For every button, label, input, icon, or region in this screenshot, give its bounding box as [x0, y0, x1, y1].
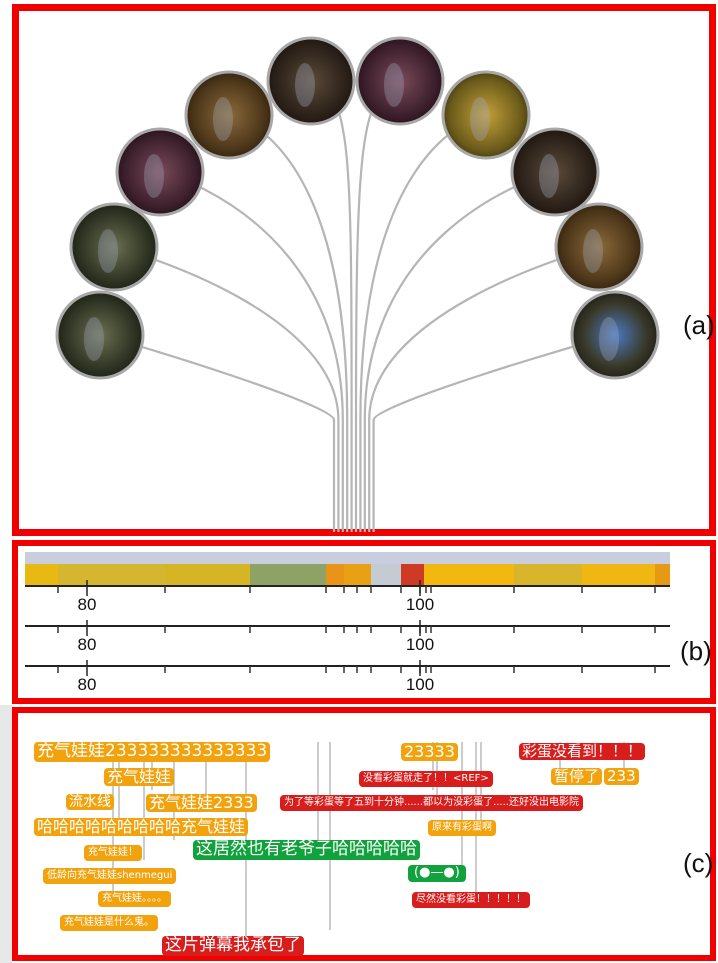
danmaku-comment: 充气娃娃！: [84, 845, 142, 861]
panel-c-label: (c): [683, 848, 714, 878]
panel-b-timeline: [12, 540, 716, 704]
side-strip: [0, 705, 12, 963]
scene-thumbnail[interactable]: [115, 127, 205, 217]
tree-stem: [372, 333, 616, 532]
danmaku-comment: 233: [604, 767, 639, 786]
scene-thumbnail[interactable]: [355, 36, 445, 126]
panel-a-scene-tree: [12, 4, 716, 536]
scene-thumbnail[interactable]: [570, 290, 660, 380]
thumbnail-figure: [384, 63, 404, 107]
thumbnail-figure: [470, 97, 490, 141]
panel-a-label: (a): [683, 310, 715, 340]
tree-stem: [228, 113, 349, 532]
tree-stem: [113, 245, 340, 532]
scene-thumbnail[interactable]: [55, 290, 145, 380]
tree-stem: [159, 170, 344, 532]
tree-stem: [354, 79, 401, 532]
danmaku-comment: 为了等彩蛋等了五到十分钟......都以为没彩蛋了.....还好没出电影院: [280, 795, 583, 811]
danmaku-comment: 暂停了: [551, 767, 603, 786]
danmaku-comment: 哈哈哈哈哈哈哈哈哈充气娃娃: [34, 817, 249, 837]
panel-c-danmaku: [12, 707, 716, 961]
danmaku-comment: 低龄向充气娃娃shenmegui: [43, 868, 177, 884]
danmaku-comment: 没看彩蛋就走了！！<REF>: [359, 771, 493, 787]
danmaku-comment: 充气娃娃2333: [146, 793, 257, 813]
danmaku-comment: 流水线: [66, 794, 114, 811]
scene-thumbnail[interactable]: [510, 127, 600, 217]
thumbnail-figure: [144, 154, 164, 198]
scene-thumbnail[interactable]: [266, 36, 356, 126]
tree-stem: [363, 170, 556, 532]
thumbnail-figure: [98, 229, 118, 273]
danmaku-comment: 尽然没看彩蛋！！！！！: [412, 892, 530, 908]
danmaku-comment: 充气娃娃。。。。: [98, 891, 171, 907]
scene-thumbnail[interactable]: [69, 202, 159, 292]
danmaku-comment: 彩蛋没看到！！！: [519, 742, 646, 761]
thumbnail-figure: [295, 63, 315, 107]
danmaku-comment: 充气娃娃233333333333333: [34, 741, 271, 762]
scene-thumbnail[interactable]: [441, 70, 531, 160]
danmaku-comment: (●—●): [408, 865, 466, 882]
panel-b-label: (b): [680, 636, 712, 666]
thumbnail-figure: [583, 229, 603, 273]
tree-stem: [368, 245, 600, 532]
scene-thumbnail[interactable]: [184, 70, 274, 160]
thumbnail-figure: [539, 154, 559, 198]
danmaku-comment: 原来有彩蛋啊: [428, 820, 496, 836]
tree-stem: [359, 113, 487, 532]
thumbnail-figure: [84, 317, 104, 361]
danmaku-comment: 充气娃娃: [104, 767, 175, 787]
tree-stem: [99, 333, 336, 532]
thumbnail-figure: [599, 317, 619, 361]
thumbnail-figure: [213, 97, 233, 141]
danmaku-comment: 充气娃娃是什么鬼。: [60, 915, 158, 931]
scene-tree-graphic: [55, 36, 660, 532]
scene-thumbnail[interactable]: [554, 202, 644, 292]
tree-stem: [310, 79, 353, 532]
danmaku-comment: 这居然也有老爷子哈哈哈哈哈: [193, 839, 420, 860]
danmaku-comment: 这片弹幕我承包了: [162, 935, 304, 956]
danmaku-comment: 23333: [401, 742, 458, 762]
